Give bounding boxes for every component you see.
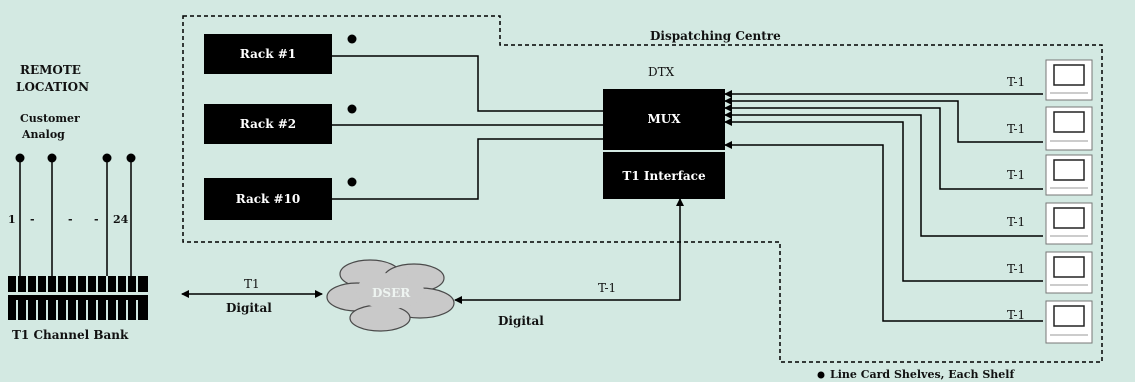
monitor-5: [1045, 251, 1093, 294]
dser-cloud: [326, 259, 455, 332]
rack-10: Rack #10: [204, 178, 332, 220]
channel-first: 1: [8, 213, 16, 226]
mux-divider: [603, 150, 725, 152]
channel-dot-2: -: [68, 213, 73, 226]
monitor-2: [1045, 106, 1093, 151]
t1-line-1: T-1: [1007, 75, 1026, 89]
channel-last: 24: [113, 213, 129, 226]
monitor-4: [1045, 202, 1093, 245]
t1-line-4: T-1: [1007, 215, 1026, 229]
channel-bank-label: T1 Channel Bank: [12, 328, 129, 342]
rack-connections: [332, 55, 603, 200]
cloud-label: DSER: [372, 286, 411, 300]
digital-bottom-label: Digital: [498, 314, 544, 328]
dtx-label: DTX: [648, 65, 675, 79]
t1-interface-label: T1 Interface: [622, 168, 706, 183]
t1-line-6: T-1: [1007, 308, 1026, 322]
channel-dot-3: -: [94, 213, 99, 226]
mux-label: MUX: [647, 112, 681, 126]
rack-1-label: Rack #1: [239, 47, 297, 61]
t1-connections: [724, 90, 1043, 322]
monitor-6: [1045, 300, 1093, 344]
t1-line-2: T-1: [1007, 122, 1026, 136]
interface-link: [454, 198, 684, 304]
dispatching-centre-label: Dispatching Centre: [650, 29, 781, 43]
remote-location-line1: REMOTE: [20, 63, 81, 77]
customer-line2: Analog: [22, 128, 65, 141]
t1-line-5: T-1: [1007, 262, 1026, 276]
customer-lines: [19, 158, 132, 276]
channel-dot-1: -: [30, 213, 35, 226]
monitor-1: [1045, 59, 1093, 101]
rack-1: Rack #1: [204, 34, 332, 74]
digital-left-label: Digital: [226, 301, 272, 315]
rack-dots: [347, 34, 357, 187]
customer-dots: [15, 153, 136, 163]
rack-10-label: Rack #10: [235, 192, 301, 206]
rack-2-label: Rack #2: [239, 117, 297, 131]
line-card-note: Line Card Shelves, Each Shelf: [830, 368, 1015, 381]
monitors: [1045, 59, 1093, 344]
legend-dot-icon: [817, 371, 825, 379]
t1-line-3: T-1: [1007, 168, 1026, 182]
customer-line1: Customer: [20, 112, 80, 125]
t1-left-label: T1: [244, 277, 260, 291]
rack-2: Rack #2: [204, 104, 332, 144]
channel-bank: [8, 276, 148, 320]
remote-location-line2: LOCATION: [16, 80, 90, 94]
t1-bottom-label: T-1: [598, 281, 617, 295]
monitor-3: [1045, 154, 1093, 196]
dtx-unit: MUX T1 Interface: [603, 89, 725, 199]
